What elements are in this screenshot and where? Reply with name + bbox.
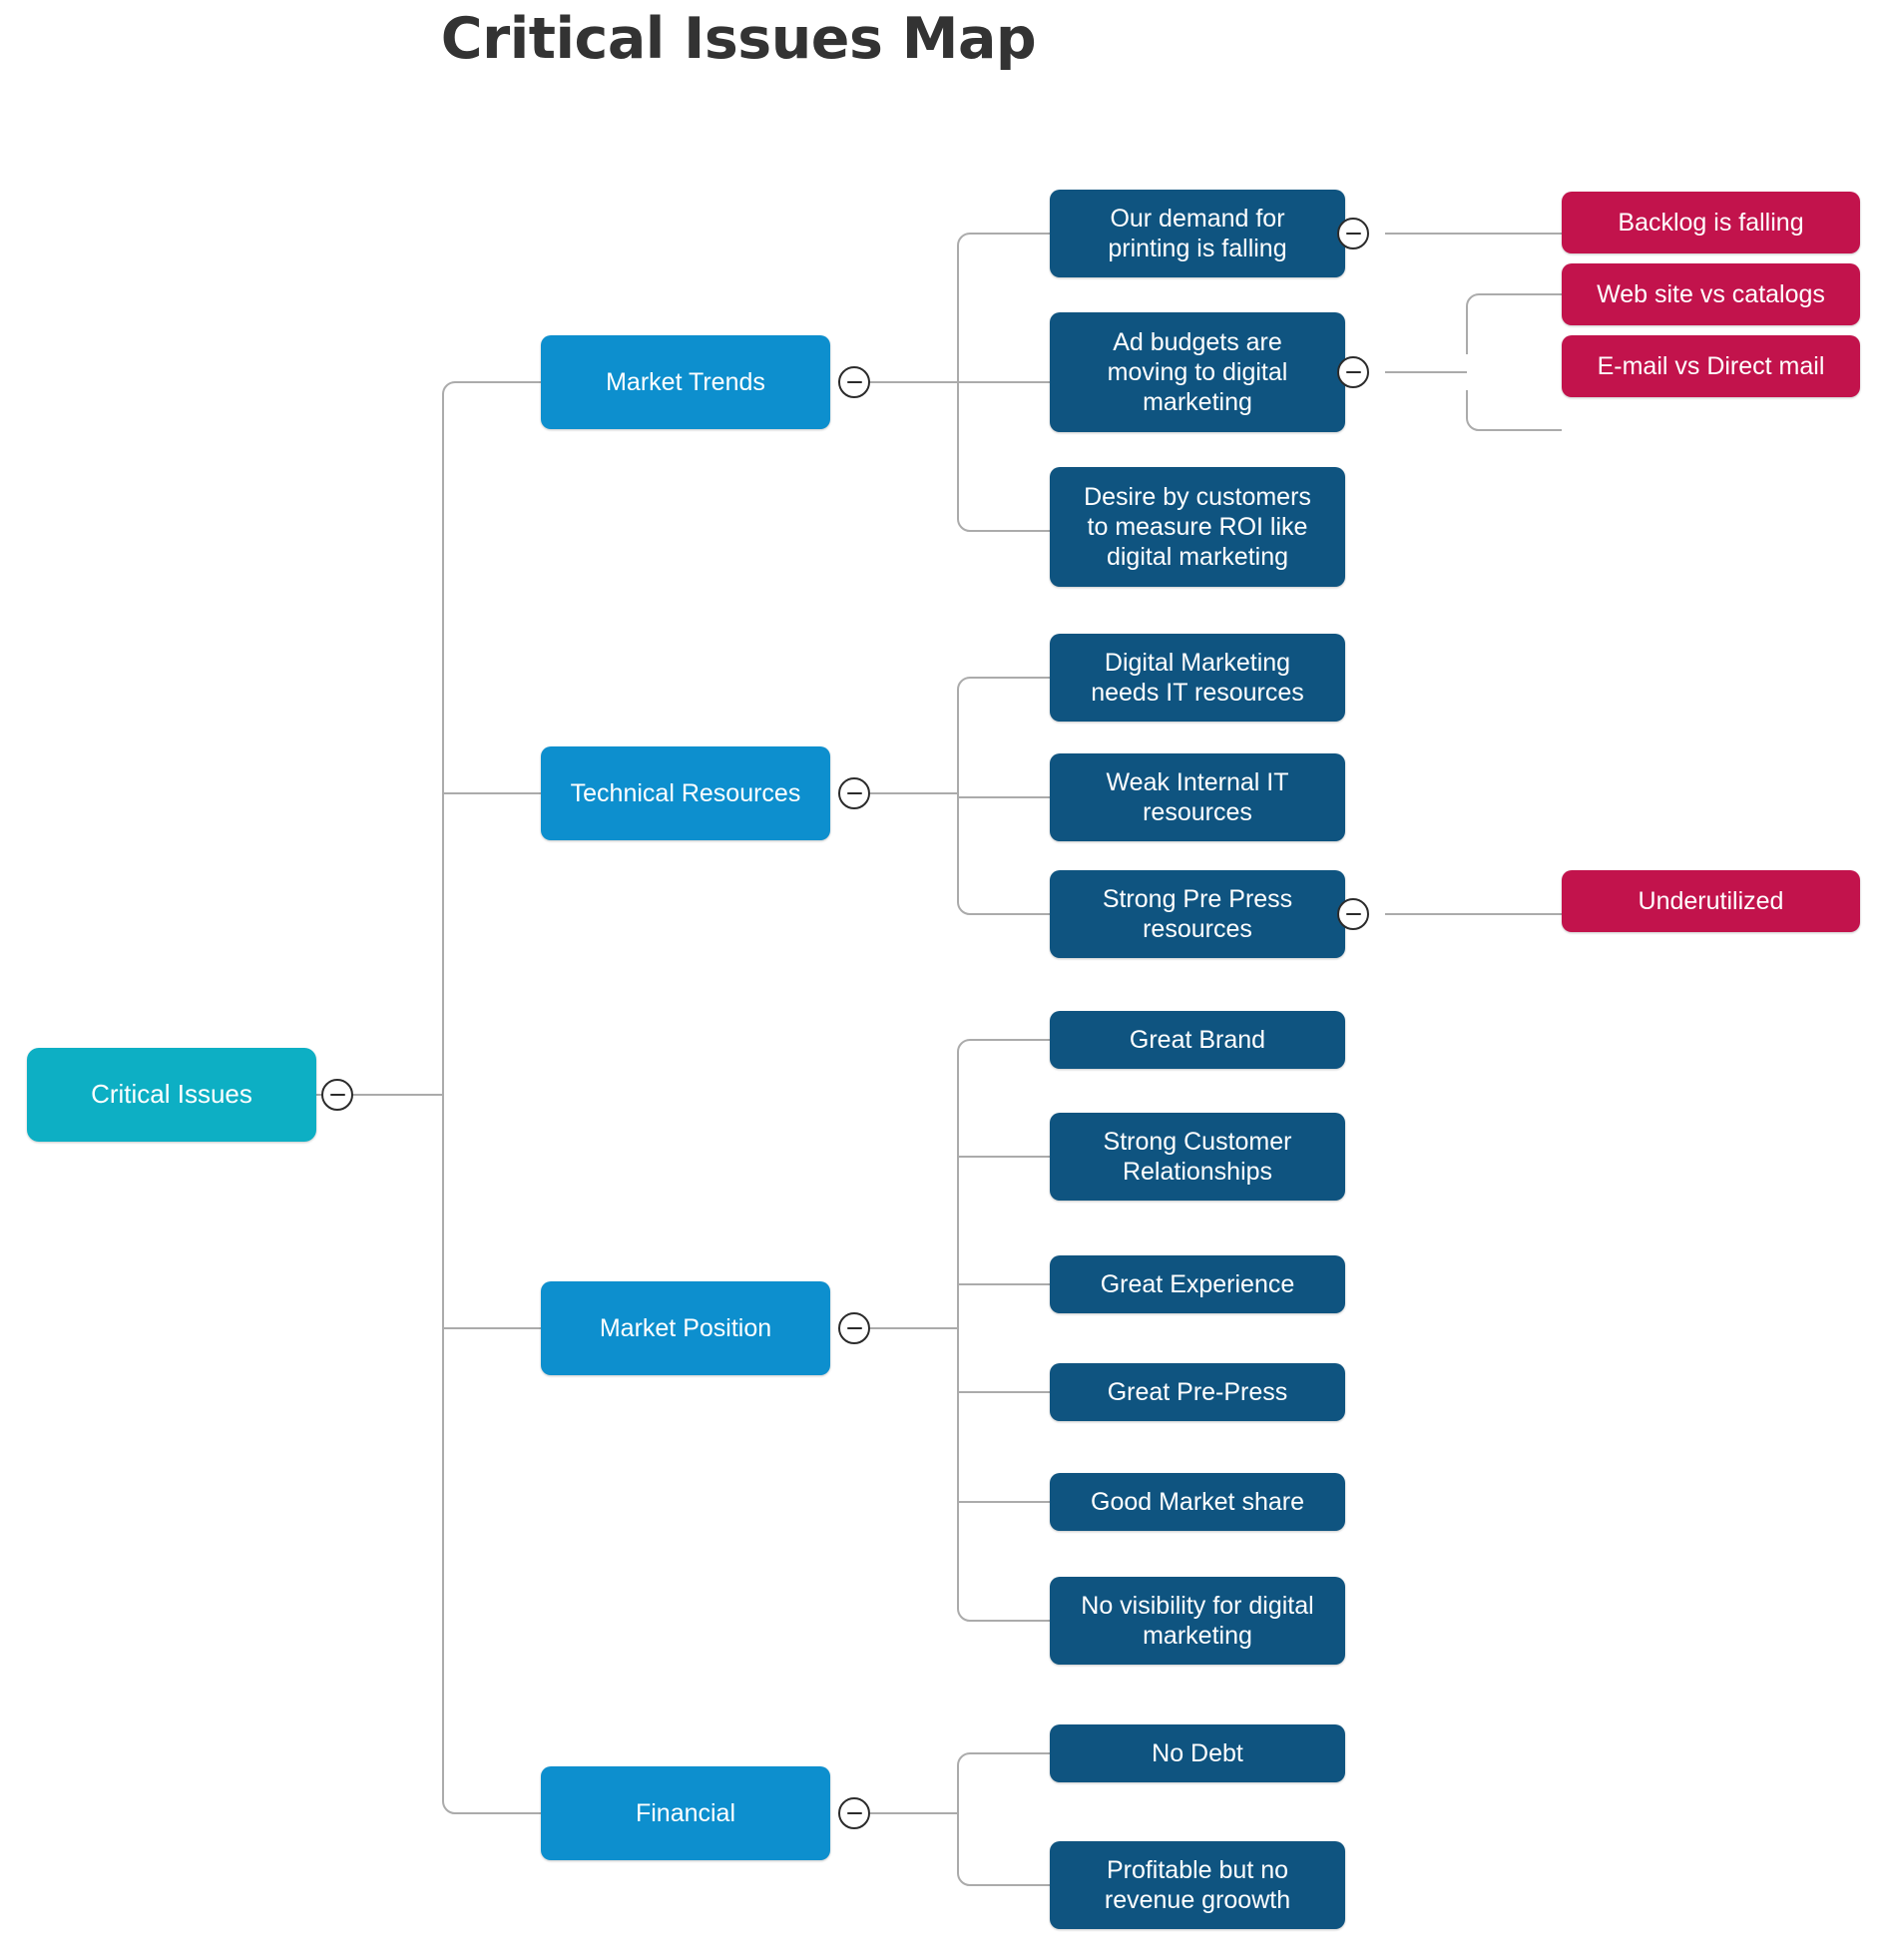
minus-glyph [846, 1811, 862, 1815]
edge-tr-spine-top-corner [957, 677, 971, 691]
minus-circle-icon-market-position[interactable] [838, 1312, 870, 1344]
edge-mp-spine-bot-corner [957, 1608, 971, 1622]
edge-mt-spine-top-corner [957, 233, 971, 246]
minus-glyph [1345, 232, 1361, 236]
minus-circle-icon-demand-for-printing[interactable] [1337, 218, 1369, 249]
minus-glyph [846, 791, 862, 795]
node-underutilized[interactable]: Underutilized [1562, 870, 1860, 932]
node-backlog-is-falling[interactable]: Backlog is falling [1562, 192, 1860, 253]
minus-circle-icon-ad-budgets[interactable] [1337, 356, 1369, 388]
node-no-visibility-digital-marketing[interactable]: No visibility for digital marketing [1050, 1577, 1345, 1665]
node-digital-marketing-needs-it[interactable]: Digital Marketing needs IT resources [1050, 634, 1345, 722]
minus-circle-icon-financial[interactable] [838, 1797, 870, 1829]
minus-circle-icon-root[interactable] [321, 1079, 353, 1111]
edge-trunk-corner-top [442, 381, 456, 395]
node-root[interactable]: Critical Issues [27, 1048, 316, 1142]
edge-fin-spine-bot-corner [957, 1872, 971, 1886]
node-great-experience[interactable]: Great Experience [1050, 1255, 1345, 1313]
minus-glyph [329, 1093, 345, 1097]
edge-mt-spine-bot-corner [957, 518, 971, 532]
node-strong-customer-relationships[interactable]: Strong Customer Relationships [1050, 1113, 1345, 1201]
node-good-market-share[interactable]: Good Market share [1050, 1473, 1345, 1531]
node-web-site-vs-catalogs[interactable]: Web site vs catalogs [1562, 263, 1860, 325]
node-market-trends[interactable]: Market Trends [541, 335, 830, 429]
edge-tr-spine-bot-corner [957, 901, 971, 915]
edge-mp-spine-top-corner [957, 1039, 971, 1053]
edge-trunk-corner-bottom [442, 1800, 456, 1814]
node-email-vs-direct-mail[interactable]: E-mail vs Direct mail [1562, 335, 1860, 397]
edge-adbudget-top-corner [1466, 293, 1480, 307]
node-no-debt[interactable]: No Debt [1050, 1724, 1345, 1782]
minus-glyph [1345, 912, 1361, 916]
minus-circle-icon-market-trends[interactable] [838, 366, 870, 398]
node-ad-budgets[interactable]: Ad budgets are moving to digital marketi… [1050, 312, 1345, 432]
edge-fin-spine-top-corner [957, 1752, 971, 1766]
node-desire-measure-roi[interactable]: Desire by customers to measure ROI like … [1050, 467, 1345, 587]
node-financial[interactable]: Financial [541, 1766, 830, 1860]
node-strong-pre-press[interactable]: Strong Pre Press resources [1050, 870, 1345, 958]
node-demand-for-printing[interactable]: Our demand for printing is falling [1050, 190, 1345, 277]
minus-circle-icon-strong-pre-press[interactable] [1337, 898, 1369, 930]
node-profitable-no-revenue-growth[interactable]: Profitable but no revenue groowth [1050, 1841, 1345, 1929]
node-weak-internal-it[interactable]: Weak Internal IT resources [1050, 753, 1345, 841]
edge-adbudget-bot-corner [1466, 417, 1480, 431]
minus-circle-icon-technical-resources[interactable] [838, 777, 870, 809]
node-great-brand[interactable]: Great Brand [1050, 1011, 1345, 1069]
page-title: Critical Issues Map [440, 6, 1037, 72]
node-great-pre-press[interactable]: Great Pre-Press [1050, 1363, 1345, 1421]
node-technical-resources[interactable]: Technical Resources [541, 746, 830, 840]
minus-glyph [1345, 370, 1361, 374]
node-market-position[interactable]: Market Position [541, 1281, 830, 1375]
minus-glyph [846, 380, 862, 384]
minus-glyph [846, 1326, 862, 1330]
